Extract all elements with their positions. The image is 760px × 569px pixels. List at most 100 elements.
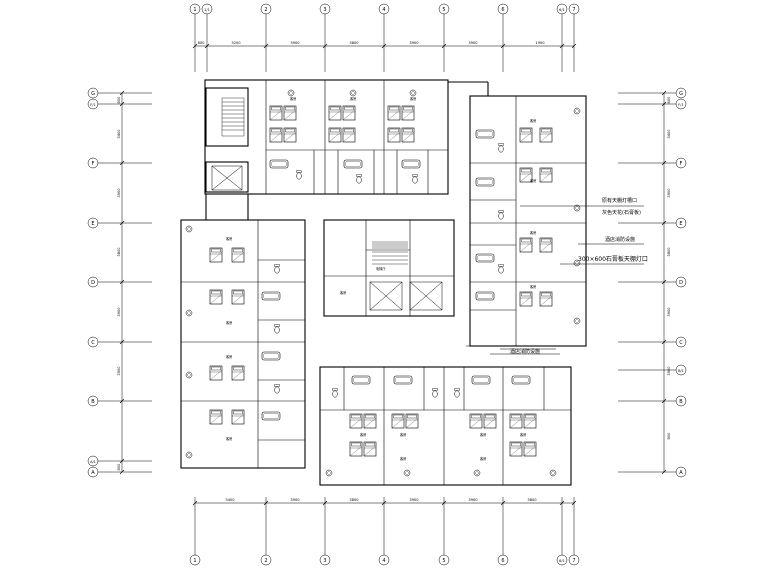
room-label: 客房 [530,118,536,123]
toilets [274,143,504,398]
dimension-ticks [119,43,667,506]
beds-top-wing [269,105,415,143]
dim-label: 3800 [349,498,359,502]
axis-label: G [679,91,683,97]
room-label: 客房 [530,284,536,289]
dim-label: 3900 [468,41,478,45]
dim-label: 3900 [409,41,419,45]
beds-left-wing [209,247,245,425]
axis-label: 7 [572,7,575,13]
axis-label: F [92,161,95,167]
room-label: 客房 [290,96,296,101]
dim-label: 800 [117,96,121,104]
axis-labels-right: G F/1 F E D C B/1 B A [678,91,684,476]
dim-label: 3800 [667,247,671,257]
note-gypsum-ceiling: 灰色天花(石膏板) [602,209,641,216]
dim-label: 3900 [290,41,300,45]
axis-label: A [91,470,95,476]
axis-label: A [679,470,683,476]
axis-label: F [680,161,683,167]
axis-labels-bottom: 1 2 3 4 5 6 6/1 7 [193,558,575,564]
axis-label: C [679,340,683,346]
dim-label: 800 [117,463,121,471]
bathtubs [261,129,531,421]
room-label: 客房 [530,230,536,235]
room-label: 客房 [350,96,356,101]
axis-label: F/1 [678,103,683,107]
axis-label: 1 [193,7,196,13]
note-fire-facility: 酒店消防设施 [605,236,635,243]
axis-label: D [679,280,683,286]
chairs [185,89,581,477]
note-ceiling-slot: 原有天棚灯槽口 [602,197,637,204]
dim-label: 800 [667,432,671,440]
room-label: 客房 [400,432,406,437]
annotation-leaders [500,205,644,350]
axis-bubbles-top [189,3,580,15]
axis-label: B/1 [678,369,684,373]
axis-label: 7 [572,558,575,564]
room-label: 客房 [520,432,526,437]
axis-label: 6 [501,558,504,564]
beds-bottom-wing [349,413,537,457]
axis-label: 5 [442,558,445,564]
axis-bubbles-right [675,87,687,478]
room-label: 客房 [226,236,232,241]
room-label: 客房 [340,290,346,295]
dim-label: 3400 [667,129,671,139]
dim-label: 3200 [231,41,241,45]
axis-label: 3 [323,558,326,564]
beds-right-wing [519,127,553,307]
axis-label: 4 [382,558,385,564]
dim-label: 3800 [527,498,537,502]
axis-label: 2 [264,558,267,564]
dim-label: 3800 [349,41,359,45]
dim-label: 3900 [667,188,671,198]
axis-bubbles-left [87,87,99,478]
axis-labels-left: G F/1 F E D C B A/1 A [90,91,96,476]
axis-label: F/1 [90,103,95,107]
dim-label: 3900 [290,498,300,502]
room-label: 客房 [360,432,366,437]
dim-label: 1900 [535,41,545,45]
axis-label: C [91,340,95,346]
dim-label: 3900 [667,307,671,317]
note-gypsum-panel: 300×600石膏板天棚灯口 [578,255,648,263]
axis-label: 1/1 [204,8,210,12]
room-labels: 客房 客房 客房 客房 客房 客房 客房 客房 客房 客房 客房 客房 电梯厅 … [226,96,536,461]
axis-label: 6/1 [559,559,565,563]
axis-label: D [91,280,95,286]
axis-labels-top: 1 1/1 2 3 4 5 6 6/1 7 [193,7,575,13]
axis-label: 5 [442,7,445,13]
room-label: 客房 [226,354,232,359]
dim-label: 3800 [117,247,121,257]
axis-label: 6/1 [559,8,565,12]
room-label: 客房 [400,456,406,461]
axis-bubbles-bottom [189,554,580,566]
dim-label: 800 [667,96,671,104]
room-label: 客房 [530,178,536,183]
room-label: 客房 [480,432,486,437]
axis-label: 6 [501,7,504,13]
dim-label: 3900 [117,307,121,317]
room-label: 电梯厅 [376,266,386,271]
axis-label: A/1 [90,460,96,464]
room-label: 客房 [226,436,232,441]
axis-label: G [91,91,95,97]
axis-label: B [91,399,95,405]
inner-walls [181,80,586,485]
dim-label: 3900 [117,188,121,198]
dimension-labels: 800 3200 3900 3800 3900 3900 1900 3400 3… [117,41,671,502]
note-fire-facility-2: 酒店消防设施 [510,348,540,355]
annotation-notes: 原有天棚灯槽口 灰色天花(石膏板) 酒店消防设施 300×600石膏板天棚灯口 … [510,197,648,355]
axis-label: E [679,221,682,227]
dim-label: 3400 [225,498,235,502]
dim-label: 3900 [468,498,478,502]
room-label: 客房 [226,320,232,325]
room-label: 客房 [480,456,486,461]
axis-label: 4 [382,7,385,13]
room-label: 客房 [410,96,416,101]
dim-label: 3400 [117,129,121,139]
dim-label: 800 [198,41,206,45]
